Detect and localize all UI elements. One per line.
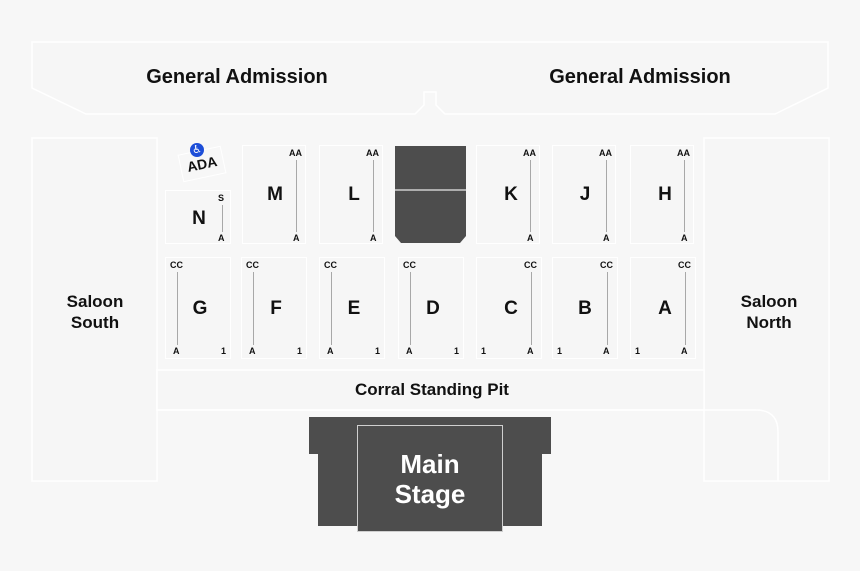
seat-number-label: 1 bbox=[481, 346, 487, 356]
section-m[interactable]: M AA A bbox=[242, 145, 306, 244]
row-line bbox=[177, 272, 178, 345]
saloon-south-line1: Saloon bbox=[66, 292, 124, 311]
row-top-label: CC bbox=[524, 260, 537, 270]
saloon-north-line2: North bbox=[746, 313, 792, 332]
saloon-north[interactable]: Saloon North bbox=[709, 291, 829, 333]
row-bottom-label: A bbox=[603, 233, 610, 243]
section-a[interactable]: A CC A 1 bbox=[630, 257, 696, 359]
row-top-label: AA bbox=[366, 148, 379, 158]
general-admission-left[interactable]: General Admission bbox=[146, 66, 328, 88]
section-label: K bbox=[504, 184, 518, 205]
row-line bbox=[685, 272, 686, 345]
row-bottom-label: A bbox=[249, 346, 256, 356]
seat-number-label: 1 bbox=[375, 346, 381, 356]
wheelchair-icon: ♿ bbox=[190, 143, 204, 157]
main-stage: Main Stage bbox=[357, 425, 503, 532]
section-g[interactable]: G CC A 1 bbox=[165, 257, 231, 359]
row-top-label: AA bbox=[677, 148, 690, 158]
saloon-south-line2: South bbox=[70, 313, 120, 332]
row-line bbox=[606, 160, 607, 232]
row-line bbox=[607, 272, 608, 345]
section-l[interactable]: L AA A bbox=[319, 145, 383, 244]
row-line bbox=[410, 272, 411, 345]
general-admission-right[interactable]: General Admission bbox=[549, 66, 731, 88]
row-top-label: AA bbox=[523, 148, 536, 158]
section-h[interactable]: H AA A bbox=[630, 145, 694, 244]
seat-number-label: 1 bbox=[221, 346, 227, 356]
row-bottom-label: A bbox=[218, 233, 225, 243]
section-label: D bbox=[426, 298, 440, 319]
row-line bbox=[296, 160, 297, 232]
row-top-label: CC bbox=[403, 260, 416, 270]
section-label: E bbox=[347, 298, 361, 319]
section-label: J bbox=[579, 184, 591, 205]
row-line bbox=[253, 272, 254, 345]
production-booth bbox=[395, 146, 466, 243]
row-bottom-label: A bbox=[173, 346, 180, 356]
row-top-label: CC bbox=[678, 260, 691, 270]
row-top-label: CC bbox=[324, 260, 337, 270]
row-bottom-label: A bbox=[603, 346, 610, 356]
section-label: H bbox=[658, 184, 672, 205]
row-bottom-label: A bbox=[527, 346, 534, 356]
row-top-label: AA bbox=[599, 148, 612, 158]
row-top-label: AA bbox=[289, 148, 302, 158]
section-d[interactable]: D CC A 1 bbox=[398, 257, 464, 359]
section-c[interactable]: C CC A 1 bbox=[476, 257, 542, 359]
row-bottom-label: A bbox=[293, 233, 300, 243]
seat-number-label: 1 bbox=[557, 346, 563, 356]
row-top-label: S bbox=[218, 193, 225, 203]
stage-line2: Stage bbox=[394, 478, 466, 509]
section-b[interactable]: B CC A 1 bbox=[552, 257, 618, 359]
section-j[interactable]: J AA A bbox=[552, 145, 616, 244]
section-label: L bbox=[348, 184, 360, 205]
row-bottom-label: A bbox=[681, 233, 688, 243]
row-line bbox=[373, 160, 374, 232]
row-bottom-label: A bbox=[370, 233, 377, 243]
section-label: N bbox=[192, 208, 206, 229]
seat-number-label: 1 bbox=[635, 346, 641, 356]
section-label: F bbox=[270, 298, 282, 319]
row-line bbox=[530, 160, 531, 232]
row-top-label: CC bbox=[170, 260, 183, 270]
stage-line1: Main bbox=[400, 448, 460, 479]
corral-standing-pit[interactable]: Corral Standing Pit bbox=[355, 380, 509, 399]
row-top-label: CC bbox=[600, 260, 613, 270]
section-label: B bbox=[578, 298, 592, 319]
row-bottom-label: A bbox=[681, 346, 688, 356]
section-label: C bbox=[504, 298, 518, 319]
section-label: G bbox=[192, 298, 208, 319]
seat-number-label: 1 bbox=[297, 346, 303, 356]
row-line bbox=[331, 272, 332, 345]
row-bottom-label: A bbox=[406, 346, 413, 356]
saloon-south[interactable]: Saloon South bbox=[35, 291, 155, 333]
section-e[interactable]: E CC A 1 bbox=[319, 257, 385, 359]
row-top-label: CC bbox=[246, 260, 259, 270]
seat-number-label: 1 bbox=[454, 346, 460, 356]
section-k[interactable]: K AA A bbox=[476, 145, 540, 244]
row-line bbox=[222, 205, 223, 232]
section-n[interactable]: N S A bbox=[165, 190, 231, 244]
section-label: M bbox=[267, 184, 283, 205]
section-label: A bbox=[658, 298, 672, 319]
row-bottom-label: A bbox=[527, 233, 534, 243]
row-line bbox=[684, 160, 685, 232]
saloon-north-line1: Saloon bbox=[740, 292, 798, 311]
row-line bbox=[531, 272, 532, 345]
section-f[interactable]: F CC A 1 bbox=[241, 257, 307, 359]
row-bottom-label: A bbox=[327, 346, 334, 356]
